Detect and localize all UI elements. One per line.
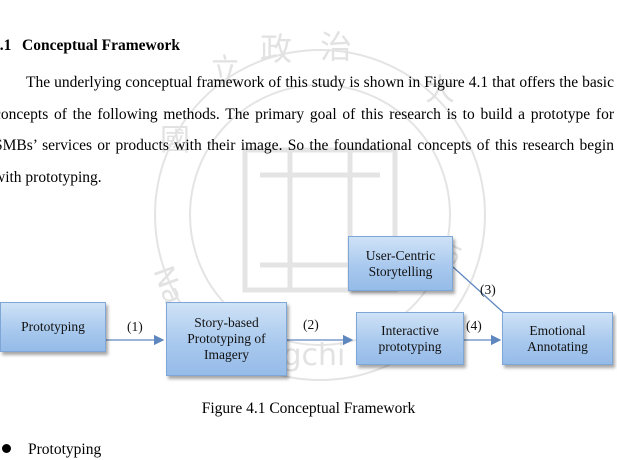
watermark-char-2: 政 [260, 30, 292, 68]
seal-outer-ring [154, 49, 486, 381]
node-story-line-3: Imagery [204, 347, 249, 362]
node-emotional-line-1: Emotional [529, 322, 586, 338]
watermark-char-1: 立 [210, 53, 240, 88]
node-interactive-prototyping: Interactive prototyping [356, 312, 464, 365]
node-emotional-line-2: Annotating [527, 338, 588, 354]
diagram-arrows [106, 266, 517, 346]
body-paragraph: The underlying conceptual framework of t… [0, 74, 614, 186]
bullet-text: Prototyping [28, 441, 102, 458]
section-heading: 4.1 Conceptual Framework [0, 37, 180, 55]
bullet-item: Prototyping [2, 441, 101, 459]
node-prototyping: Prototyping [0, 302, 106, 352]
node-prototyping-label: Prototyping [21, 319, 85, 334]
node-emotional-annotating: Emotional Annotating [502, 312, 613, 365]
node-story-based-prototyping: Story-based Prototyping of Imagery [166, 302, 287, 376]
figure-caption: Figure 4.1 Conceptual Framework [201, 400, 416, 417]
edge-label-4: (4) [466, 318, 482, 333]
node-user-centric-storytelling: User-Centric Storytelling [348, 236, 453, 291]
edge-label-1: (1) [127, 319, 143, 334]
bullet-dot-icon [2, 444, 11, 453]
node-user-line-2: Storytelling [368, 263, 433, 279]
node-interactive-line-2: prototyping [378, 338, 442, 354]
edge-label-3: (3) [480, 282, 496, 297]
seal-inner-ring [189, 84, 451, 346]
conceptual-framework-diagram: Prototyping Story-based Prototyping of I… [0, 228, 617, 398]
section-title: Conceptual Framework [22, 37, 180, 54]
node-story-line-2: Prototyping of [187, 331, 266, 346]
node-user-line-1: User-Centric [365, 247, 436, 263]
watermark-char-3: 治 [320, 28, 352, 66]
watermark-char-4: 國 [160, 123, 190, 158]
node-story-line-1: Story-based [194, 315, 259, 330]
edge-label-2: (2) [303, 317, 319, 332]
section-number: 4.1 [0, 37, 12, 54]
watermark-char-5: 大 [425, 73, 455, 108]
node-interactive-line-1: Interactive [381, 322, 439, 338]
